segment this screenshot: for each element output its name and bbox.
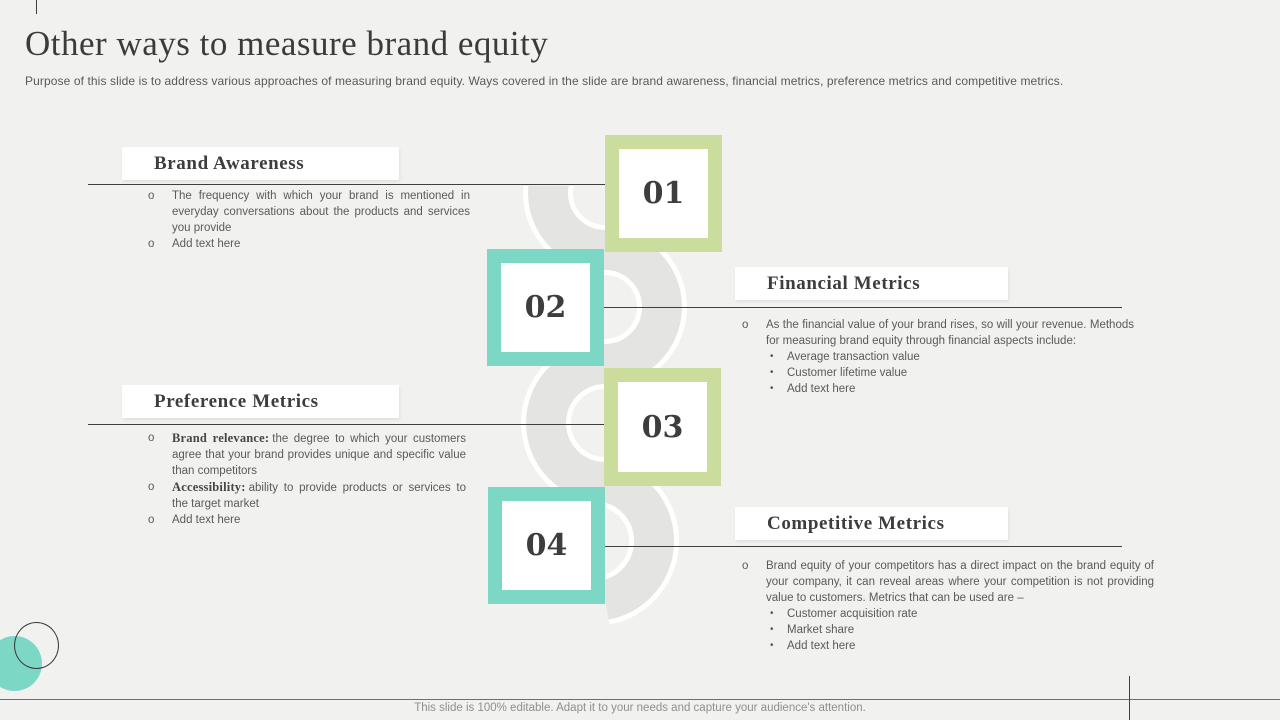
sub-bullet-text: Market share [787, 624, 855, 636]
bullet-text: The frequency with which your brand is m… [172, 190, 470, 234]
number-box-02: 02 [487, 249, 604, 366]
sub-bullet-text: Add text here [787, 383, 856, 395]
number-label-03: 03 [641, 409, 684, 445]
section-title-financial-metrics: Financial Metrics [767, 273, 921, 294]
number-label-01: 01 [642, 176, 685, 211]
section-title-preference-metrics: Preference Metrics [154, 391, 319, 412]
section-title-box-competitive-metrics: Competitive Metrics [735, 507, 1008, 540]
bullet-item: o Add text here [148, 236, 470, 252]
number-box-04: 04 [488, 487, 605, 604]
bullet-item: o Add text here [148, 512, 466, 528]
section-title-box-brand-awareness: Brand Awareness [122, 147, 399, 180]
sub-bullet-text: Customer acquisition rate [787, 608, 918, 620]
footer-divider [0, 699, 1280, 700]
bullet-item: o Brand relevance:the degree to which yo… [148, 430, 466, 479]
bullet-marker: o [148, 432, 155, 444]
sub-bullet-item: • Customer lifetime value [770, 365, 1134, 381]
section-bullets-preference-metrics: o Brand relevance:the degree to which yo… [148, 430, 466, 528]
bullet-text-rest: ability to provide products or services … [172, 482, 466, 510]
bullet-marker: o [148, 190, 155, 202]
bullet-item: o Brand equity of your competitors has a… [742, 558, 1154, 654]
bullet-item: o As the financial value of your brand r… [742, 317, 1134, 397]
section-title-competitive-metrics: Competitive Metrics [767, 513, 945, 534]
sub-bullet-marker: • [770, 624, 774, 635]
bullet-text: Accessibility:ability to provide product… [172, 479, 466, 512]
decor-circle-outline [14, 622, 59, 669]
sub-bullet-item: • Customer acquisition rate [770, 606, 1154, 622]
sub-bullet-text: Add text here [787, 640, 856, 652]
page-title: Other ways to measure brand equity [25, 24, 549, 63]
sub-bullet-text: Customer lifetime value [787, 367, 908, 379]
number-label-02: 02 [524, 290, 567, 325]
connector-line-financial-metrics [603, 307, 1122, 308]
number-box-03: 03 [604, 368, 721, 486]
section-bullets-competitive-metrics: o Brand equity of your competitors has a… [742, 558, 1154, 654]
bullet-text: Brand equity of your competitors has a d… [766, 560, 1154, 604]
crop-mark-top [36, 0, 37, 14]
sub-bullet-list: • Customer acquisition rate • Market sha… [770, 606, 1154, 654]
sub-bullet-marker: • [770, 367, 774, 378]
bullet-lead: Accessibility: [172, 480, 246, 494]
bullet-text: Add text here [172, 238, 241, 250]
connector-line-preference-metrics [88, 424, 604, 425]
bullet-text: Brand relevance:the degree to which your… [172, 430, 466, 479]
section-title-box-financial-metrics: Financial Metrics [735, 267, 1008, 300]
bullet-content: Brand equity of your competitors has a d… [766, 558, 1154, 654]
section-bullets-brand-awareness: o The frequency with which your brand is… [148, 188, 470, 252]
section-bullets-financial-metrics: o As the financial value of your brand r… [742, 317, 1134, 397]
sub-bullet-marker: • [770, 351, 774, 362]
bullet-marker: o [742, 319, 749, 331]
bullet-text: As the financial value of your brand ris… [766, 319, 1134, 347]
bullet-text-rest: the degree to which your customers agree… [172, 433, 466, 477]
sub-bullet-marker: • [770, 608, 774, 619]
sub-bullet-item: • Market share [770, 622, 1154, 638]
bullet-item: o Accessibility:ability to provide produ… [148, 479, 466, 512]
sub-bullet-item: • Add text here [770, 638, 1154, 654]
sub-bullet-marker: • [770, 383, 774, 394]
sub-bullet-item: • Add text here [770, 381, 1134, 397]
crop-mark-bottom [1129, 676, 1130, 720]
footer-note: This slide is 100% editable. Adapt it to… [414, 702, 866, 714]
connector-line-brand-awareness [88, 184, 605, 185]
sub-bullet-list: • Average transaction value • Customer l… [770, 349, 1134, 397]
number-label-04: 04 [525, 528, 568, 563]
sub-bullet-marker: • [770, 640, 774, 651]
page-subtitle: Purpose of this slide is to address vari… [25, 74, 1064, 88]
bullet-item: o The frequency with which your brand is… [148, 188, 470, 236]
bullet-marker: o [148, 514, 155, 526]
number-box-01: 01 [605, 135, 722, 252]
section-title-brand-awareness: Brand Awareness [154, 153, 305, 174]
bullet-text: Add text here [172, 514, 241, 526]
ribbon-band [546, 136, 662, 600]
bullet-content: As the financial value of your brand ris… [766, 317, 1134, 397]
bullet-lead: Brand relevance: [172, 431, 270, 445]
bullet-marker: o [742, 560, 749, 572]
sub-bullet-item: • Average transaction value [770, 349, 1134, 365]
sub-bullet-text: Average transaction value [787, 351, 920, 363]
bullet-marker: o [148, 238, 155, 250]
bullet-marker: o [148, 481, 155, 493]
connector-line-competitive-metrics [604, 546, 1122, 547]
section-title-box-preference-metrics: Preference Metrics [122, 385, 399, 418]
